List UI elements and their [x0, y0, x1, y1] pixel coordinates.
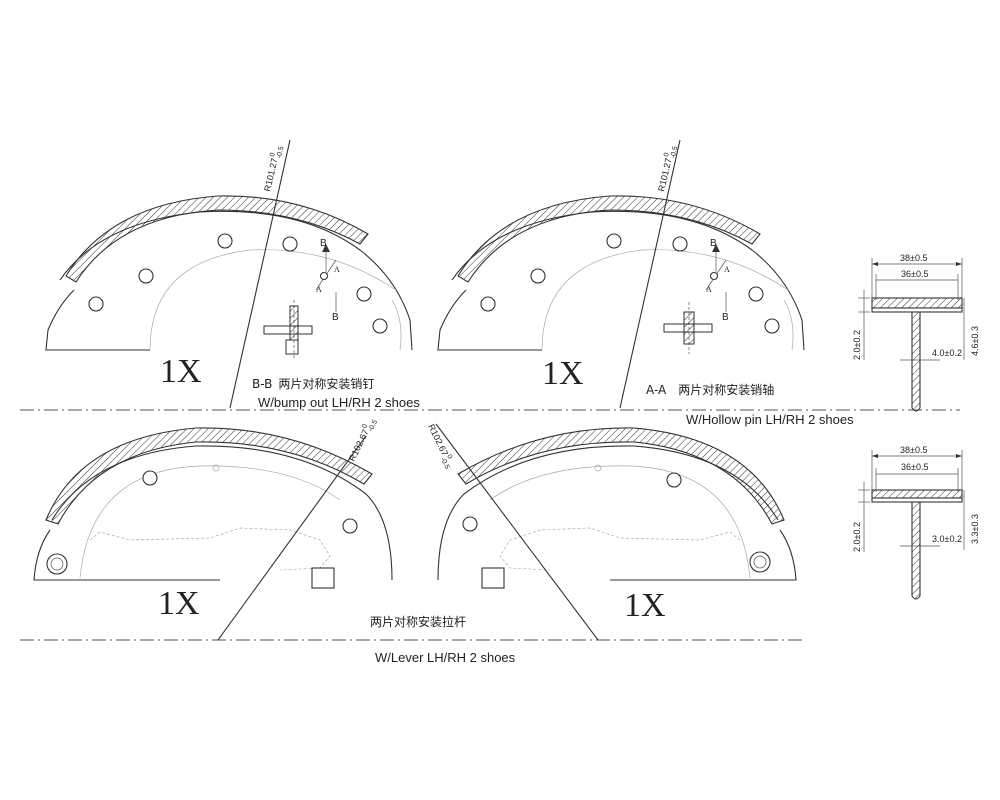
- web-heel: [391, 299, 402, 351]
- rivet-hole: [764, 318, 780, 334]
- lining: [457, 195, 761, 283]
- table-outline: [437, 445, 779, 581]
- rivet-mark: [212, 464, 220, 472]
- dim-outer-width: 38±0.5: [900, 445, 927, 455]
- radius-dimension: R101.270-0.5: [655, 144, 679, 193]
- web-edge: [79, 465, 341, 579]
- radius-leader: [435, 423, 599, 641]
- dim-height: 4.6±0.3: [970, 326, 980, 356]
- radius-dimension: R101.270-0.5: [261, 144, 285, 193]
- web-section: [911, 501, 921, 600]
- quantity-label: 1X: [542, 355, 584, 392]
- rivet-hole: [666, 472, 682, 488]
- bottom-caption-en: W/Lever LH/RH 2 shoes: [375, 650, 516, 665]
- table-outline: [451, 210, 805, 351]
- rivet-hole: [142, 470, 158, 486]
- quantity-label: 1X: [624, 587, 666, 624]
- quantity-label: 1X: [160, 353, 202, 390]
- rivet-hole: [356, 286, 372, 302]
- anchor-roller-inner: [50, 557, 64, 571]
- shoe-toe: [33, 529, 220, 581]
- radius-dimension: R102.670-0.5: [346, 416, 379, 464]
- rivet-hole: [282, 236, 298, 252]
- web-section: [911, 311, 921, 412]
- section-marker-b: B B A A: [315, 238, 340, 323]
- lining-section: [871, 489, 963, 499]
- dim-web: 4.0±0.2: [932, 348, 962, 358]
- rivet-mark: [594, 464, 602, 472]
- rivet-hole: [606, 233, 622, 249]
- web-edge: [541, 249, 789, 351]
- radius-leader: [217, 435, 367, 641]
- anchor-roller: [46, 553, 68, 575]
- rivet-hole: [372, 318, 388, 334]
- brake-shoe-bottom-left: 1X R102.670-0.5: [33, 416, 393, 641]
- shoe-toe: [437, 289, 542, 351]
- table-section: [871, 307, 963, 313]
- rivet-hole: [217, 233, 233, 249]
- rivet-hole: [138, 268, 154, 284]
- cross-section-top: 38±0.5 36±0.5 2.0±0.2 4.0±0.2 4.6±0.3: [852, 253, 980, 412]
- rivet-hole: [672, 236, 688, 252]
- web-edge: [489, 465, 751, 579]
- pin-detail: [263, 300, 313, 360]
- rivet-hole: [342, 518, 358, 534]
- rivet-hole: [748, 286, 764, 302]
- dim-outer-width: 38±0.5: [900, 253, 927, 263]
- shoe-toe: [45, 289, 150, 351]
- bottom-caption-cn: 两片对称安装拉杆: [370, 614, 466, 629]
- dim-lining: 2.0±0.2: [852, 522, 862, 552]
- dim-web: 3.0±0.2: [932, 534, 962, 544]
- dim-lining: 2.0±0.2: [852, 330, 862, 360]
- dim-inner-width: 36±0.5: [901, 462, 928, 472]
- lining-section: [871, 297, 963, 309]
- table-outline: [59, 210, 413, 351]
- lining: [457, 427, 785, 525]
- section-letter: B: [320, 238, 327, 249]
- anchor-roller: [749, 551, 771, 573]
- shoe-toe: [610, 529, 797, 581]
- section-sub-letter: A: [316, 285, 322, 294]
- caption-en: W/bump out LH/RH 2 shoes: [258, 395, 420, 410]
- hollow-pin-detail: [663, 302, 713, 354]
- rivet-hole: [88, 296, 104, 312]
- dim-inner-width: 36±0.5: [901, 269, 928, 279]
- section-sub-letter: A: [706, 285, 712, 294]
- lever-tab: [311, 567, 335, 589]
- section-letter: B: [710, 238, 717, 249]
- section-letter: B: [332, 312, 339, 323]
- radius-leader: [229, 139, 291, 409]
- lining: [65, 195, 369, 283]
- section-letter: B: [722, 312, 729, 323]
- section-marker-a: B B A A: [705, 238, 730, 323]
- caption-en: W/Hollow pin LH/RH 2 shoes: [686, 412, 854, 427]
- web-hidden: [89, 527, 331, 571]
- table-outline: [51, 445, 393, 581]
- table-section: [871, 497, 963, 503]
- section-sub-letter: A: [334, 265, 340, 274]
- radius-leader: [619, 139, 681, 409]
- rivet-hole: [462, 516, 478, 532]
- brake-shoe-bottom-right: 1X R102.670-0.5: [426, 422, 797, 641]
- web-heel: [783, 299, 794, 351]
- rivet-hole: [480, 296, 496, 312]
- quantity-label: 1X: [158, 585, 200, 622]
- anchor-roller-inner: [753, 555, 767, 569]
- cross-section-bottom: 38±0.5 36±0.5 2.0±0.2 3.0±0.2 3.3±0.3: [852, 445, 980, 600]
- web-edge: [149, 249, 397, 351]
- web-hidden: [499, 527, 741, 571]
- lever-tab: [481, 567, 505, 589]
- dim-height: 3.3±0.3: [970, 514, 980, 544]
- section-sub-letter: A: [724, 265, 730, 274]
- rivet-hole: [530, 268, 546, 284]
- lining: [45, 427, 373, 525]
